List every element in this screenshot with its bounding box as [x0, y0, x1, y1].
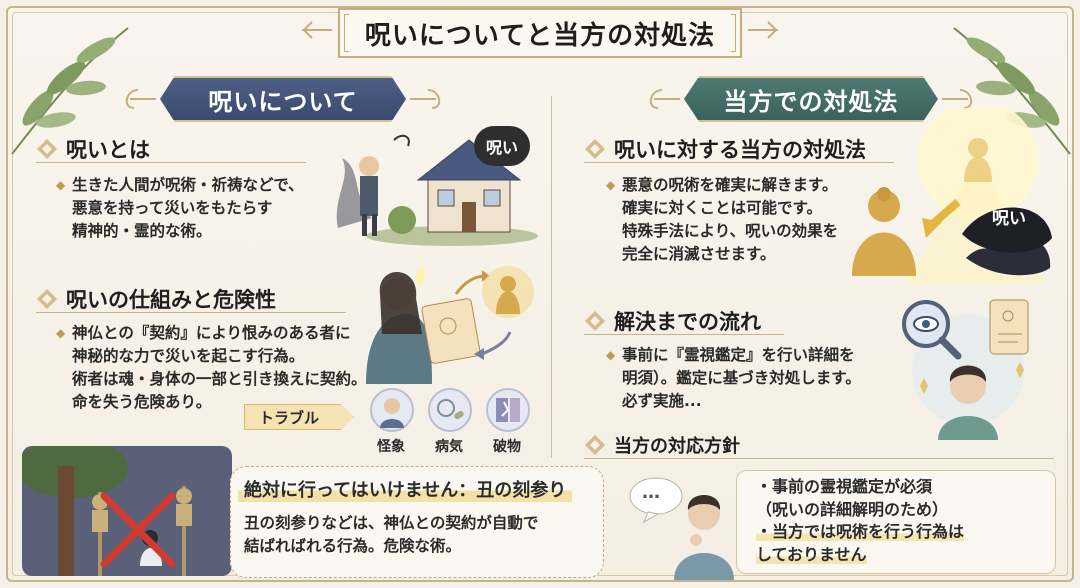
contract-illustration: [366, 266, 534, 384]
curse-cloud-label: 呪い: [992, 209, 1026, 229]
thinking-person-illustration: [629, 477, 734, 580]
heading-what-is-curse: 呪いとは: [36, 134, 150, 164]
section-banner-about-curse: 呪いについて: [160, 76, 406, 122]
heading-our-method: 呪いに対する当方の対処法: [584, 134, 866, 164]
spirit-reading-illustration: [902, 299, 1029, 440]
heading-text: 当方の対応方針: [614, 436, 740, 457]
trouble-item-label: 怪象: [377, 439, 405, 455]
bullet-icon: ◆: [606, 348, 616, 362]
illness-icon: [428, 388, 472, 432]
trouble-item-label: 破物: [493, 439, 521, 455]
bullet-icon: ◆: [56, 326, 66, 340]
banner-ornament-left2-icon: [649, 89, 680, 109]
worried-person-icon: [370, 388, 414, 432]
warning-title: 絶対に行ってはいけません：丑の刻参り: [238, 476, 573, 502]
speech-dots: …: [642, 482, 660, 503]
bullet-icon: ◆: [56, 178, 66, 192]
diamond-icon: [37, 139, 57, 159]
buddha-purification-illustration: [852, 108, 1052, 284]
heading-underline: [584, 162, 894, 163]
diamond-icon: [585, 311, 605, 331]
curse-definition-text: ◆生きた人間が呪術・祈祷などで、 悪意を持って災いをもたらす 精神的・霊的な術。: [56, 176, 304, 240]
diamond-icon: [585, 139, 605, 159]
trouble-item-label: 病気: [435, 439, 463, 455]
banner-ornament-right-icon: [410, 89, 441, 109]
trouble-label: トラブル: [244, 404, 354, 430]
bullet-icon: ◆: [606, 178, 616, 192]
column-divider: [551, 96, 552, 458]
heading-underline: [36, 312, 346, 313]
heading-text: 呪いとは: [66, 138, 150, 162]
heading-underline: [584, 458, 1054, 459]
warning-text: 丑の刻参りなどは、神仏との契約が自動で 結ばればれる行為。危険な術。: [244, 514, 539, 555]
broken-item-icon: [486, 388, 530, 432]
diamond-icon: [585, 435, 605, 455]
heading-underline: [584, 334, 784, 335]
section-banner-our-solution: 当方での対処法: [684, 76, 938, 122]
diamond-icon: [37, 289, 57, 309]
heading-text: 解決までの流れ: [614, 310, 761, 334]
curse-speech-bubble: 呪い: [474, 126, 530, 166]
heading-resolution-flow: 解決までの流れ: [584, 306, 761, 336]
title-ornament-right-icon: [748, 21, 778, 39]
heading-curse-mechanism: 呪いの仕組みと危険性: [36, 284, 276, 314]
heading-text: 呪いに対する当方の対処法: [614, 138, 866, 162]
ushi-no-koku-illustration: [22, 446, 232, 576]
banner-ornament-left-icon: [125, 89, 156, 109]
resolution-flow-text: ◆事前に『霊視鑑定』を行い詳細を 明須）。鑑定に基づき対処します。 必ず実施..…: [606, 346, 861, 410]
heading-our-policy: 当方の対応方針: [584, 432, 740, 458]
our-method-text: ◆悪意の呪術を確実に解きます。 確実に対くことは可能です。 特殊手法により、呪い…: [606, 176, 839, 263]
leaf-decoration-left-icon: [11, 27, 129, 155]
curse-mechanism-text: ◆神仏との『契約』により恨みのある者に 神秘的な力で災いを起こす行為。 術者は魂…: [56, 324, 367, 411]
page-title: 呪いについてと当方の対処法: [338, 8, 742, 58]
heading-text: 呪いの仕組みと危険性: [66, 288, 276, 312]
heading-underline: [36, 162, 306, 163]
policy-text: ・事前の霊視鑑定が必須 （呪いの詳細解明のため） ・当方では呪術を行う行為は し…: [756, 477, 965, 564]
title-ornament-left-icon: [302, 21, 332, 39]
